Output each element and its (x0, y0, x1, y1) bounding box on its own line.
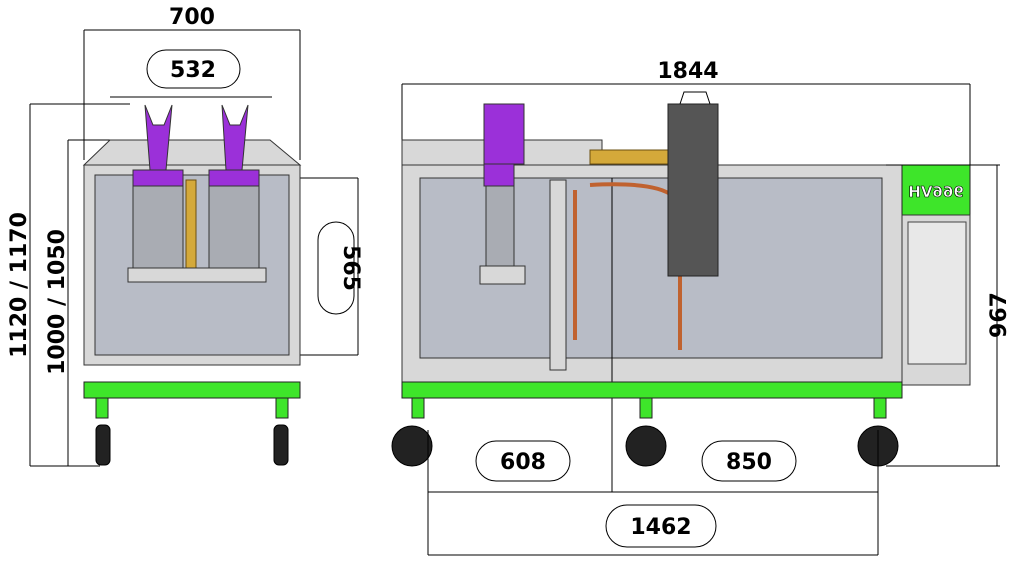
dim-height-tank: 565 (338, 245, 363, 291)
filter-cylinder (485, 185, 515, 267)
dim-width-inner: 532 (170, 58, 216, 83)
logo: 966VH (908, 183, 963, 201)
green-frame (401, 381, 903, 399)
dim-length-overall: 1844 (657, 59, 718, 84)
dim-wheelbase-left: 608 (500, 450, 546, 475)
dim-height-panel: 967 (987, 292, 1012, 338)
caster-wheel (273, 424, 289, 466)
filter-cylinder (208, 177, 260, 271)
dim-wheelbase-total: 1462 (630, 515, 691, 540)
green-frame (83, 381, 301, 399)
caster-wheel (625, 425, 667, 467)
filter-cylinder (132, 177, 184, 271)
side-view: 700 532 1120 / 1170 1000 / 1050 565 (7, 5, 363, 467)
dim-height-top: 1000 / 1050 (45, 229, 70, 375)
purple-inlet (483, 103, 525, 165)
heater-unit (667, 103, 719, 277)
dim-wheelbase-right: 850 (726, 450, 772, 475)
lid (82, 139, 302, 166)
control-panel-top (901, 164, 971, 216)
purple-inlet (144, 104, 173, 171)
dim-pill (317, 221, 355, 315)
brass-pipe (185, 179, 197, 271)
handle (679, 91, 711, 105)
dim-pill (146, 49, 241, 89)
front-view: 1844 966VH 967 608 8 (391, 59, 1012, 556)
purple-inlet (221, 104, 249, 171)
caster-wheel (391, 425, 433, 467)
dim-width-overall: 700 (169, 5, 215, 30)
caster-wheel (95, 424, 111, 466)
dim-height-total: 1120 / 1170 (7, 212, 32, 358)
